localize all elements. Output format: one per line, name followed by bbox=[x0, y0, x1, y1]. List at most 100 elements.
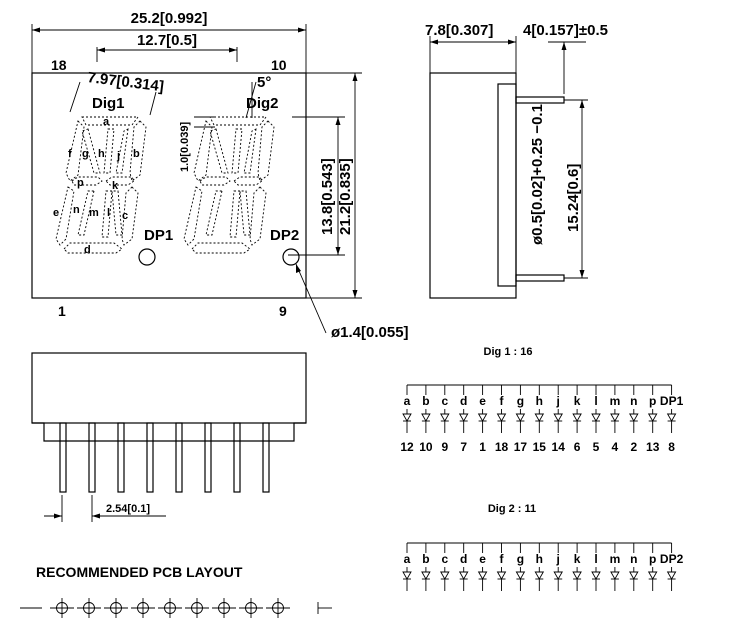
seg-label-e: e bbox=[53, 207, 59, 219]
circuit2-segment-label: h bbox=[536, 552, 543, 566]
circuit1-segment-label: f bbox=[500, 394, 505, 408]
pcb-pad bbox=[131, 598, 155, 618]
seg-label-p: p bbox=[77, 177, 84, 189]
seg-label-a: a bbox=[103, 116, 110, 128]
circuit1-pin-number: 7 bbox=[460, 440, 467, 454]
pcb-pad bbox=[77, 598, 101, 618]
circuit1-diode bbox=[553, 413, 563, 422]
circuit1-channel: l5 bbox=[591, 385, 601, 454]
side-pin-bottom bbox=[515, 274, 565, 282]
seg-label-d: d bbox=[84, 244, 91, 256]
digit2-label: Dig2 bbox=[246, 95, 279, 112]
bottom-body bbox=[31, 352, 307, 424]
seg-label-f: f bbox=[68, 148, 72, 160]
circuit2-channel: p bbox=[647, 543, 658, 591]
circuit2-segment-label: a bbox=[404, 552, 411, 566]
circuit1-diode bbox=[534, 413, 545, 422]
pin-diameter-dim: ø0.5[0.02]+0.25 −0.1 bbox=[529, 104, 546, 245]
circuit2-diode bbox=[440, 571, 450, 580]
pcb-pads bbox=[50, 598, 290, 618]
side-pin-top bbox=[515, 96, 565, 104]
circuit1-pin-number: 6 bbox=[574, 440, 581, 454]
circuit1-segment-label: n bbox=[630, 394, 637, 408]
circuit2-segment-label: e bbox=[479, 552, 486, 566]
circuit1-segment-label: b bbox=[422, 394, 429, 408]
circuit1-segment-label: k bbox=[574, 394, 581, 408]
overall-height-dim: 21.2[0.835] bbox=[337, 158, 354, 235]
circuit1-diode bbox=[591, 413, 601, 422]
digit1-segments bbox=[55, 116, 147, 254]
circuit2-diode bbox=[421, 571, 431, 580]
side-depth-dim: 7.8[0.307] bbox=[425, 22, 493, 39]
circuit1-pin-number: 17 bbox=[514, 440, 528, 454]
circuit2-diode bbox=[647, 571, 658, 580]
display-body bbox=[31, 72, 307, 299]
circuit2-diode bbox=[496, 571, 507, 580]
circuit2-segment-label: l bbox=[594, 552, 597, 566]
circuit1-channel: f 18 bbox=[495, 385, 509, 454]
seg-label-c: c bbox=[122, 210, 128, 222]
circuit2-segment-label: n bbox=[630, 552, 637, 566]
seg-label-m: m bbox=[89, 207, 99, 219]
pcb-pad bbox=[239, 598, 263, 618]
circuit2-diode bbox=[515, 571, 526, 580]
circuit2-diode bbox=[534, 571, 545, 580]
pin-label-9: 9 bbox=[279, 303, 287, 319]
circuit2-diode bbox=[553, 571, 563, 580]
circuit1-pin-number: 4 bbox=[612, 440, 619, 454]
circuit2-diode bbox=[458, 571, 469, 580]
slant-angle-dim: 5° bbox=[257, 74, 271, 91]
overall-width-dim: 25.2[0.992] bbox=[131, 10, 208, 27]
circuit1-channel: c9 bbox=[440, 385, 450, 454]
circuit2-segment-label: p bbox=[649, 552, 656, 566]
segment-width-dim: 1.0[0.039] bbox=[179, 122, 191, 172]
circuit1-segment-label: c bbox=[441, 394, 448, 408]
pin-label-10: 10 bbox=[271, 57, 287, 73]
seg-label-b: b bbox=[133, 148, 140, 160]
pcb-pad bbox=[266, 598, 290, 618]
bottom-view: 2.54[0.1] bbox=[31, 352, 307, 522]
side-body bbox=[429, 72, 517, 299]
circuit1-pin-number: 10 bbox=[419, 440, 433, 454]
side-view: 7.8[0.307] 4[0.157]±0.5 ø0.5[0.02]+0.25 … bbox=[425, 22, 608, 299]
circuit1-channel: a12 bbox=[400, 385, 414, 454]
dp2-label: DP2 bbox=[270, 227, 299, 244]
circuit2-channel: b bbox=[421, 543, 431, 591]
circuit1-pin-number: 9 bbox=[441, 440, 448, 454]
circuit1-title: Dig 1 : 16 bbox=[484, 346, 533, 358]
circuit1-diode bbox=[647, 413, 658, 422]
circuit1-segment-label: DP1 bbox=[660, 394, 684, 408]
seg-label-h: h bbox=[98, 148, 105, 160]
circuit2-segment-label: d bbox=[460, 552, 467, 566]
circuit2-segment-label: m bbox=[610, 552, 621, 566]
circuit1-channel: d7 bbox=[458, 385, 469, 454]
digit-pitch-dim: 12.7[0.5] bbox=[137, 32, 197, 49]
circuit1-pin-number: 12 bbox=[400, 440, 414, 454]
circuit1-channel: b 10 bbox=[419, 385, 433, 454]
circuit1-segment-label: m bbox=[610, 394, 621, 408]
circuit2-segment-label: b bbox=[422, 552, 429, 566]
circuit1-pin-number: 1 bbox=[479, 440, 486, 454]
circuit1-diode bbox=[496, 413, 507, 422]
pcb-pad bbox=[158, 598, 182, 618]
circuit2-segment-label: f bbox=[500, 552, 505, 566]
circuit1-channel: p13 bbox=[646, 385, 660, 454]
circuit2-segment-label: k bbox=[574, 552, 581, 566]
pin-length-dim: 4[0.157]±0.5 bbox=[523, 22, 608, 39]
circuit1-pin-number: 15 bbox=[533, 440, 547, 454]
circuit1-pin-number: 18 bbox=[495, 440, 509, 454]
circuit1-pin-number: 5 bbox=[593, 440, 600, 454]
seg-label-k: k bbox=[112, 180, 119, 192]
circuit1-diode bbox=[666, 413, 677, 422]
circuit2-channel: h bbox=[534, 543, 545, 591]
circuit1-diode bbox=[572, 413, 582, 422]
circuit1-channel: j14 bbox=[552, 385, 565, 454]
digit1-label: Dig1 bbox=[92, 95, 125, 112]
dp2-dot bbox=[282, 248, 300, 266]
circuit2-segment-label: j bbox=[556, 552, 560, 566]
circuit2-title: Dig 2 : 11 bbox=[488, 503, 536, 515]
dp-diameter-dim: ø1.4[0.055] bbox=[331, 324, 409, 341]
circuit1-channel: g17 bbox=[514, 385, 528, 454]
circuit1-segment-label: l bbox=[594, 394, 597, 408]
